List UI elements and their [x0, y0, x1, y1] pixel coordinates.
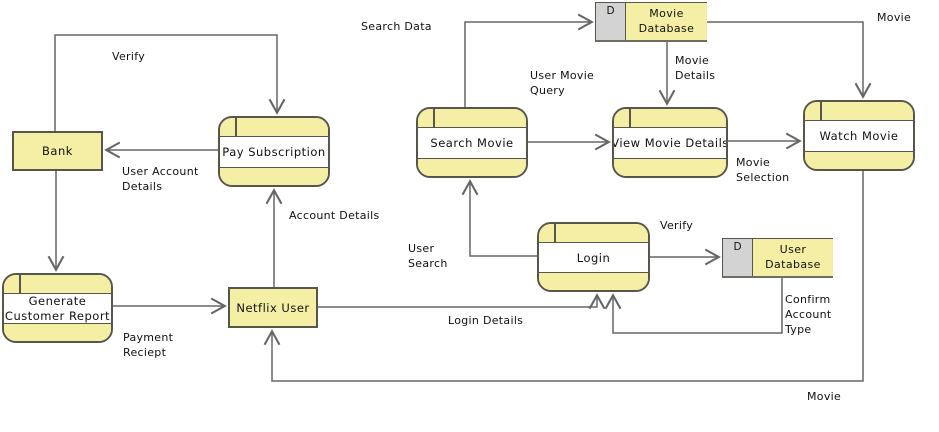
process-watch-movie-label: Watch Movie: [805, 121, 913, 151]
flow-label-user-search: User Search: [408, 242, 448, 270]
flow-label-search-data: Search Data: [361, 20, 432, 33]
process-pay-subscription-label: Pay Subscription: [220, 137, 328, 167]
flow-movie-database-movie-watch-movie: [707, 21, 872, 99]
flow-label-confirm-account-type: Confirm Account Type: [785, 293, 832, 336]
datastore-user-database-label: User Database: [753, 239, 833, 276]
process-footer-band: [614, 158, 726, 176]
process-header-band: [539, 224, 648, 243]
entity-netflix-user-label: Netflix User: [236, 300, 310, 315]
process-watch-movie[interactable]: Watch Movie: [803, 100, 915, 171]
flow-netflix-user-login-details-login: [318, 293, 606, 310]
process-header-band: [220, 118, 328, 137]
flow-user-database-confirm-account-type-login: [604, 278, 783, 334]
process-view-movie-details[interactable]: View Movie Details: [612, 107, 728, 178]
process-header-band: [4, 275, 111, 294]
flow-label-movie-top: Movie: [877, 11, 912, 24]
process-header-band: [805, 102, 913, 121]
flow-bank-verify-pay-subscription: [54, 34, 286, 131]
datastore-d-cell: D: [722, 239, 753, 276]
process-search-movie[interactable]: Search Movie: [416, 107, 528, 178]
process-footer-band: [539, 272, 648, 290]
flow-label-verify-mid: Verify: [660, 219, 694, 232]
process-search-movie-label: Search Movie: [418, 128, 526, 158]
datastore-user-database[interactable]: D User Database: [722, 238, 833, 278]
flow-login-user-search-search-movie: [461, 179, 537, 257]
flow-label-payment-reciept: Payment Reciept: [123, 331, 174, 359]
flow-search-movie-search-data-movie-database: [464, 13, 594, 107]
process-footer-band: [220, 167, 328, 185]
flow-label-movie-details: Movie Details: [675, 54, 716, 82]
process-header-band: [418, 109, 526, 128]
datastore-movie-database-label: Movie Database: [626, 3, 707, 40]
flow-watch-movie-movie-netflix-user: [263, 171, 864, 382]
process-login[interactable]: Login: [537, 222, 650, 292]
flow-label-verify-top: Verify: [112, 50, 146, 63]
flow-label-user-account-details: User Account Details: [122, 165, 199, 193]
flow-label-movie-selection: Movie Selection: [736, 156, 790, 184]
process-header-band: [614, 109, 726, 128]
flow-label-account-details: Account Details: [289, 209, 380, 222]
process-footer-band: [418, 158, 526, 176]
process-generate-customer-report-label: Generate Customer Report: [4, 294, 111, 323]
process-generate-customer-report[interactable]: Generate Customer Report: [2, 273, 113, 343]
entity-bank-label: Bank: [42, 144, 73, 158]
entity-netflix-user[interactable]: Netflix User: [228, 287, 318, 328]
process-footer-band: [4, 323, 111, 341]
flow-label-movie-bottom: Movie: [807, 390, 842, 403]
process-login-label: Login: [539, 243, 648, 272]
flow-label-user-movie-query: User Movie Query: [530, 69, 595, 97]
process-view-movie-details-label: View Movie Details: [614, 128, 726, 158]
datastore-movie-database[interactable]: D Movie Database: [595, 2, 707, 42]
process-footer-band: [805, 151, 913, 169]
entity-bank[interactable]: Bank: [12, 131, 103, 171]
process-pay-subscription[interactable]: Pay Subscription: [218, 116, 330, 187]
datastore-d-cell: D: [595, 3, 626, 40]
flow-label-login-details: Login Details: [448, 314, 524, 327]
